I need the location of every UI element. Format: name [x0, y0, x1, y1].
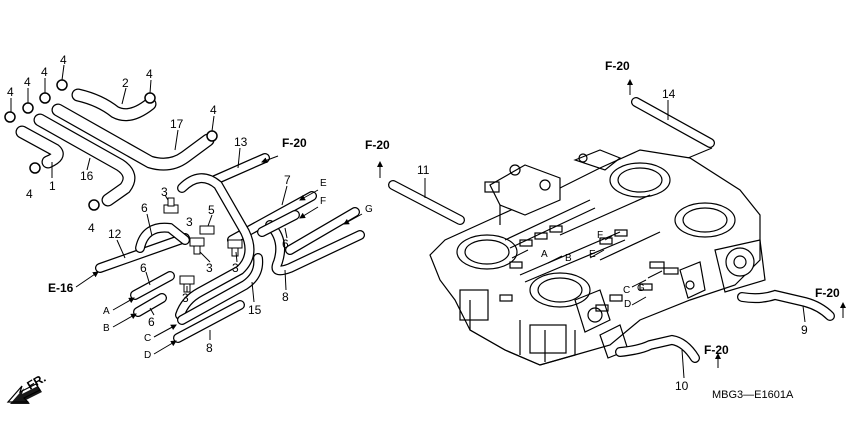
hose-part-8-lower	[173, 300, 245, 343]
left-hose-group	[4, 64, 365, 355]
joint-part-5	[199, 225, 215, 235]
callout-17: 17	[170, 117, 184, 131]
clip-part-4-1	[4, 111, 16, 123]
hose-part-13	[210, 153, 270, 185]
callout-3: 3	[182, 291, 189, 305]
callout-6: 6	[140, 261, 147, 275]
callout-4: 4	[88, 221, 95, 235]
hose-part-9	[737, 289, 835, 321]
callout-4: 4	[60, 53, 67, 67]
joint-part-3-b	[189, 237, 205, 255]
throttle-body-assembly	[429, 149, 766, 366]
callout-2: 2	[122, 76, 129, 90]
hose-part-6-b	[133, 293, 167, 317]
callout-4: 4	[146, 67, 153, 81]
callout-7: 7	[284, 173, 291, 187]
callout-6: 6	[282, 237, 289, 251]
callout-5: 5	[208, 203, 215, 217]
callout-4: 4	[24, 75, 31, 89]
hose-end-letter-f: F	[320, 196, 326, 207]
clip-part-4-2	[22, 102, 34, 114]
front-direction-arrow	[6, 383, 42, 404]
ref-f-20: F-20	[815, 286, 840, 300]
port-letter-e: E	[589, 249, 596, 260]
hose-part-14	[631, 97, 715, 148]
joint-part-3-a	[163, 197, 179, 214]
port-letter-f: F	[597, 230, 603, 241]
ref-f-20: F-20	[704, 343, 729, 357]
hose-part-11	[388, 180, 465, 225]
callout-4: 4	[7, 85, 14, 99]
callout-4: 4	[210, 103, 217, 117]
callout-14: 14	[662, 87, 676, 101]
callout-13: 13	[234, 135, 248, 149]
clip-part-4-8	[88, 199, 100, 211]
callout-1: 1	[49, 179, 56, 193]
hose-part-15	[175, 173, 264, 325]
port-letter-b: B	[565, 253, 572, 264]
ref-e-16: E-16	[48, 281, 74, 295]
callout-4: 4	[26, 187, 33, 201]
hose-part-2	[71, 88, 157, 122]
callout-11: 11	[417, 163, 430, 177]
hose-end-letter-d: D	[144, 350, 151, 361]
callout-3: 3	[206, 261, 213, 275]
joint-part-3-c	[227, 239, 243, 257]
hose-part-1	[15, 125, 64, 169]
port-letter-d: D	[624, 299, 631, 310]
callout-6: 6	[141, 201, 148, 215]
callout-3: 3	[161, 185, 168, 199]
hose-part-12	[95, 222, 190, 273]
hose-part-16	[33, 113, 136, 207]
clip-part-4-6	[206, 130, 218, 142]
hose-end-letter-b: B	[103, 323, 110, 334]
ref-f-20: F-20	[365, 138, 390, 152]
callout-16: 16	[80, 169, 94, 183]
hose-part-6-d	[285, 207, 360, 255]
hose-end-letter-c: C	[144, 333, 151, 344]
callout-12: 12	[108, 227, 122, 241]
hose-part-17	[51, 103, 215, 171]
hose-part-6-c	[257, 210, 300, 237]
callout-3: 3	[186, 215, 193, 229]
callout-10: 10	[675, 379, 689, 393]
hose-part-6-a	[130, 271, 175, 300]
callout-15: 15	[248, 303, 262, 317]
callout-4: 4	[41, 65, 48, 79]
callout-6: 6	[148, 315, 155, 329]
diagram-code: MBG3—E1601A	[712, 389, 794, 401]
callout-3: 3	[232, 261, 239, 275]
callout-9: 9	[801, 323, 808, 337]
port-letter-c: C	[623, 285, 630, 296]
hose-part-10	[615, 334, 700, 363]
clip-part-4-4	[56, 79, 68, 91]
hose-end-letter-e: E	[320, 178, 327, 189]
ref-f-20: F-20	[282, 136, 307, 150]
hose-end-letter-g: G	[365, 204, 373, 215]
callout-8: 8	[206, 341, 213, 355]
hose-end-letter-a: A	[103, 306, 110, 317]
callout-8: 8	[282, 290, 289, 304]
port-letter-a: A	[541, 249, 548, 260]
ref-f-20: F-20	[605, 59, 630, 73]
clip-part-4-5	[144, 92, 156, 104]
clip-part-4-3	[39, 92, 51, 104]
hose-part-8-upper	[265, 220, 365, 276]
clip-part-4-7	[29, 162, 41, 174]
port-letter-g: G	[637, 283, 645, 294]
